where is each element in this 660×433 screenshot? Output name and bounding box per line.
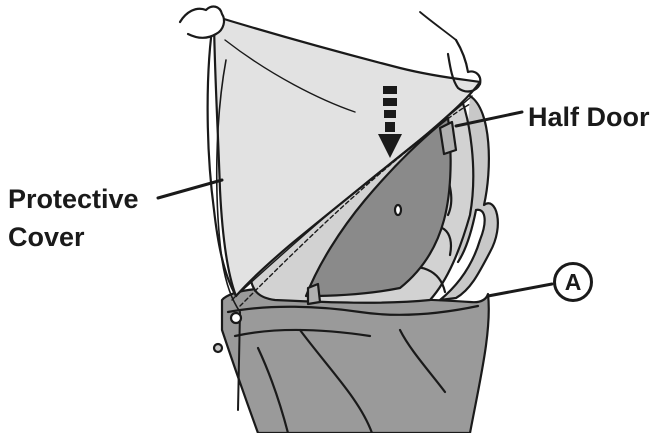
protective-cover-label: Protective [8,183,139,215]
leader-a [488,284,552,296]
bag-body [222,288,489,433]
half-door-label: Half Door [528,101,650,133]
marker-a: A [553,262,593,302]
door-latch [395,205,401,215]
protective-cover-label-line2: Cover [8,221,85,253]
hand-icon [180,7,224,38]
door-hinge-bottom [308,284,320,304]
forearm-line [420,12,456,40]
side-button [214,344,222,352]
door-hinge-top [440,122,456,154]
zipper-pull-icon [231,313,241,323]
